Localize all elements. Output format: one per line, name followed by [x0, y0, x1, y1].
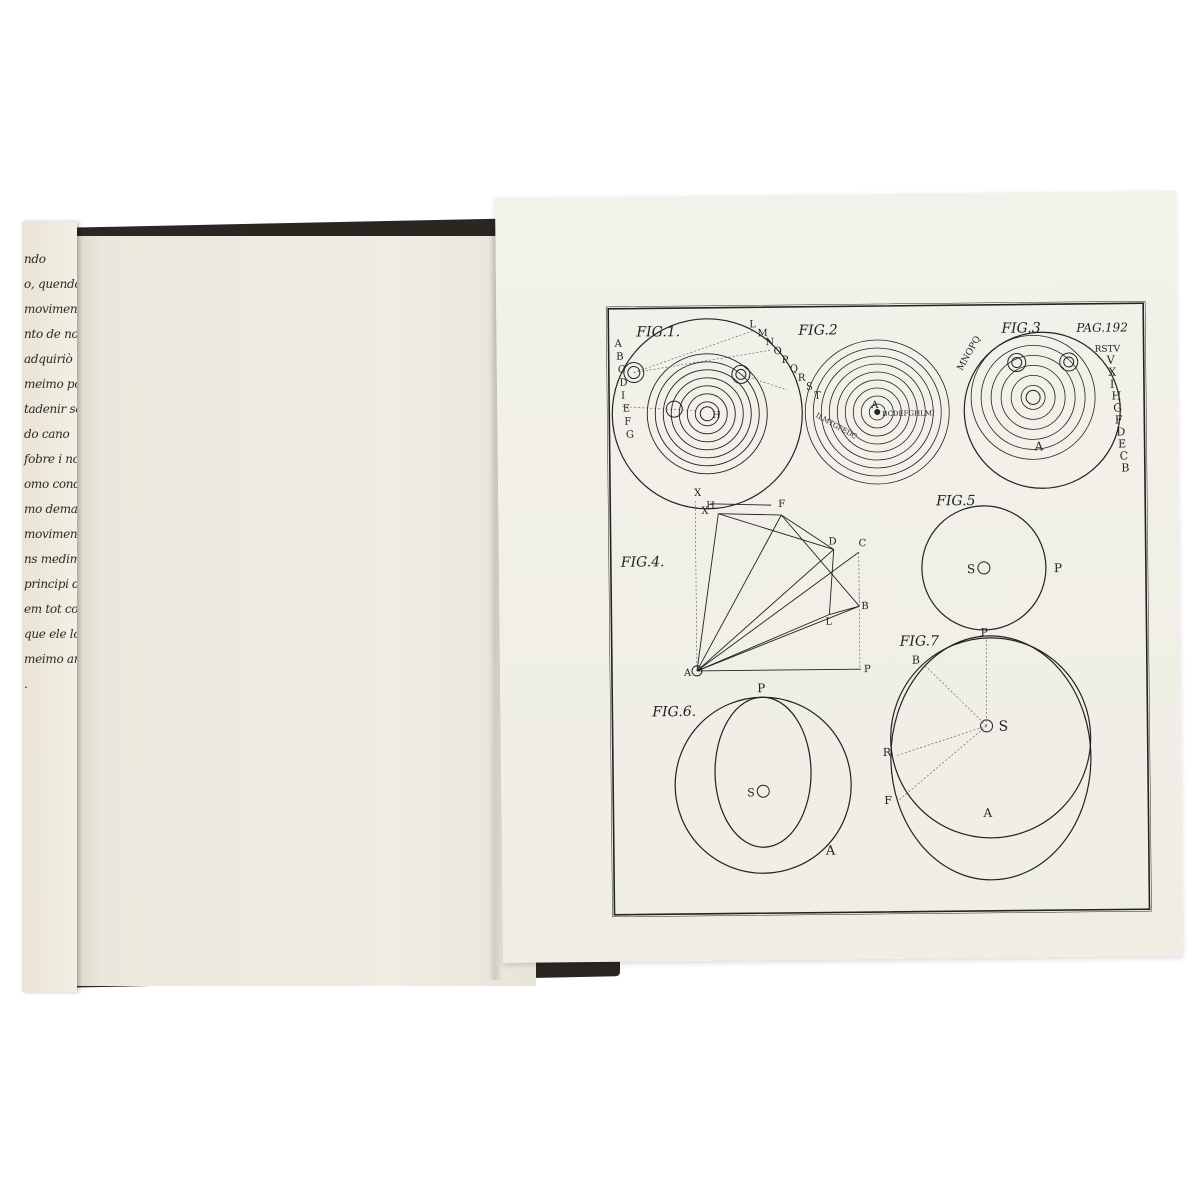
fig4-label: D: [829, 536, 837, 547]
fig4-label: P: [864, 664, 871, 675]
text-line: meimo ano: [24, 652, 77, 666]
fig5-title: FIG.5: [935, 493, 976, 509]
fig2-right-letters: BCDEFGHLMI: [882, 409, 935, 418]
fig1-letter: R: [798, 373, 806, 384]
text-line: omo condo: [24, 477, 77, 491]
text-line: o, quendo: [24, 277, 77, 291]
text-line: meimo por: [24, 377, 77, 391]
fig1-letter: A: [613, 339, 622, 350]
fig4-title: FIG.4.: [620, 554, 665, 570]
fig1-letter: E: [623, 404, 630, 415]
page-label: PAG.192: [1075, 320, 1128, 335]
fig7-bottom-label: A: [982, 806, 992, 820]
fig1-letter: Q: [790, 364, 798, 375]
fig3-letter: V: [1106, 354, 1116, 367]
fig1-letter: D: [619, 378, 627, 389]
text-line: do cano: [24, 427, 70, 441]
fig2-center-label: A: [870, 400, 879, 411]
fig4-label: B: [861, 601, 868, 612]
fig3-letter: C: [1120, 449, 1129, 462]
blank-left-page: [66, 236, 536, 986]
fig1-letter: I: [621, 391, 625, 402]
fig3-letter: B: [1121, 461, 1129, 474]
fig1-letter: M: [757, 328, 767, 339]
fig7-title: FIG.7: [899, 633, 940, 649]
fig6-top-label: P: [757, 681, 765, 695]
fig5-planet-label: P: [1054, 561, 1062, 575]
fig7-top-label: P: [981, 626, 989, 639]
fig4-label: H: [706, 501, 715, 512]
fig6-sun-label: S: [747, 786, 755, 799]
fig4-label: L: [825, 616, 832, 627]
text-line: movimen: [24, 527, 77, 541]
text-line: tadenir se: [24, 402, 77, 416]
fig1-title: FIG.1.: [635, 324, 680, 340]
figure-5: S P FIG.5: [921, 493, 1062, 631]
left-text-page: ndo o, quendo movimento nto de noc adquiriò m…: [22, 222, 77, 992]
fig2-title: FIG.2: [797, 322, 838, 338]
fig1-letter: P: [782, 355, 789, 366]
fig3-letter: H: [1112, 389, 1122, 402]
figure-4: FIG.4. H F D C B L A P X: [620, 488, 871, 679]
fig3-letter: E: [1118, 437, 1126, 450]
fig1-letter: N: [765, 337, 774, 348]
fig1-letter: C: [618, 365, 626, 376]
text-line: fobre i noi: [24, 452, 77, 466]
fig1-letter: G: [626, 430, 634, 441]
figure-7: S P B R F A FIG.7: [883, 626, 1092, 881]
fig1-letter: B: [616, 352, 623, 363]
text-line: mo deman: [24, 502, 77, 516]
fig7-label: F: [884, 794, 892, 807]
text-line: em tot como: [24, 602, 77, 616]
fig1-bottom-label: X: [701, 506, 709, 517]
fig7-label: R: [883, 746, 892, 759]
fig3-letter: F: [1115, 413, 1123, 426]
sun-icon: [756, 784, 770, 798]
text-line: adquiriò: [24, 352, 73, 366]
text-line: ndo: [24, 252, 46, 266]
fig7-label: B: [912, 654, 920, 667]
fig3-letter: D: [1116, 425, 1125, 438]
figure-6: S P A FIG.6.: [651, 681, 852, 874]
fig3-letter: X: [1108, 366, 1116, 379]
fig4-label: X: [694, 488, 702, 499]
fig3-top-right: RSTV: [1095, 344, 1121, 354]
sun-icon: [1025, 389, 1041, 405]
fig3-letter: I: [1110, 378, 1114, 391]
fig3-letter: G: [1113, 401, 1122, 414]
fig1-letter: F: [624, 417, 631, 428]
fig4-label: F: [778, 499, 785, 510]
text-line: .: [24, 677, 28, 691]
sun-icon: [977, 561, 991, 575]
text-line: movimento: [24, 302, 77, 316]
fig5-sun-label: S: [967, 562, 975, 576]
fig1-letter: L: [749, 319, 756, 330]
fig1-letter: O: [774, 346, 782, 357]
text-line: ns medimo: [24, 552, 77, 566]
sun-icon: [699, 406, 715, 422]
plate-border: [607, 302, 1151, 916]
fig7-sun-label: S: [998, 719, 1008, 735]
fig6-title: FIG.6.: [651, 704, 696, 720]
fig3-title: FIG.3: [1000, 320, 1041, 336]
text-line: nto de noc: [24, 327, 77, 341]
fig1-center-label: H: [712, 411, 720, 421]
text-line: principi de: [24, 577, 77, 591]
fig1-letter: T: [814, 391, 821, 402]
fig4-label: C: [859, 538, 867, 549]
figure-2: A FIG.2 ILMTGFEDC BCDEFGHLMI: [797, 322, 950, 485]
fig3-center-label: A: [1034, 439, 1044, 453]
fig6-bottom-label: A: [825, 843, 836, 858]
text-line: que ele los: [24, 627, 77, 641]
fig4-label: A: [683, 668, 692, 679]
